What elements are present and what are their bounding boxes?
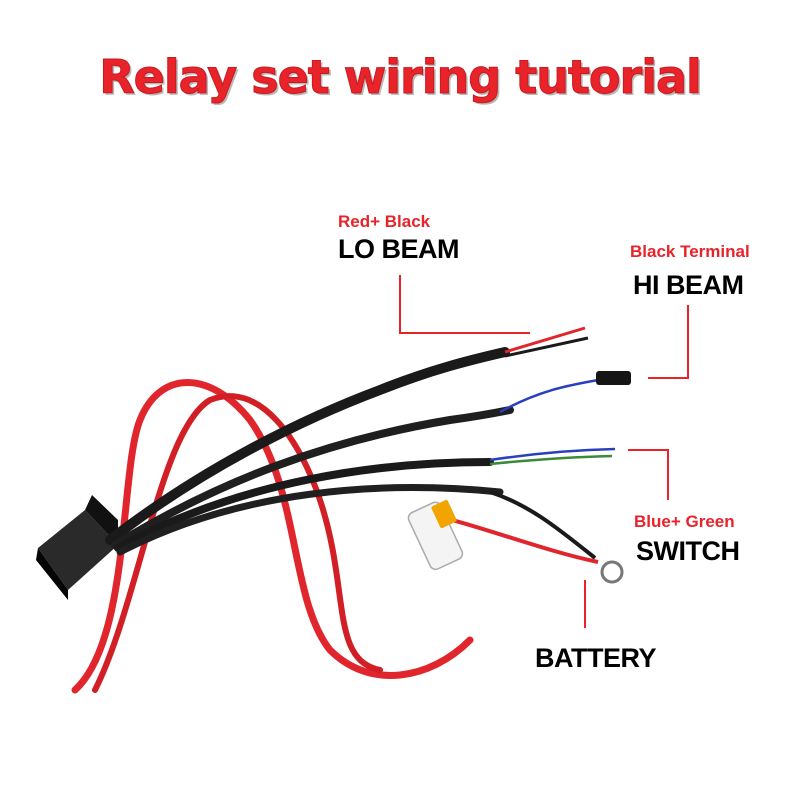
battery-sheath: [116, 484, 504, 556]
red-loop-wire-2: [92, 393, 383, 693]
main-sheath: [105, 347, 510, 545]
relay-box: [36, 495, 118, 600]
hi-beam-blue-wire: [499, 378, 599, 414]
lo-beam-black-wire: [504, 336, 589, 358]
hi-beam-terminal: [596, 371, 631, 385]
hi-beam-leader-line: [648, 305, 689, 379]
lo-beam-label: LO BEAM: [338, 234, 460, 264]
hi-beam-label: HI BEAM: [633, 270, 744, 300]
lo-beam-leader-line: [399, 275, 530, 334]
hi-beam-wire-label: Black Terminal: [630, 242, 750, 261]
lo-beam-wire-label: Red+ Black: [338, 212, 431, 231]
switch-blue-wire: [489, 447, 616, 462]
switch-wire-label: Blue+ Green: [634, 512, 735, 531]
battery-label: BATTERY: [535, 643, 657, 673]
mid-sheath: [111, 406, 514, 549]
switch-green-wire: [489, 454, 613, 466]
switch-label: SWITCH: [636, 536, 740, 566]
page-title: Relay set wiring tutorial: [99, 50, 703, 105]
lo-beam-red-wire: [504, 326, 586, 354]
battery-ring-terminal: [600, 560, 624, 584]
battery-black-wire: [489, 490, 597, 560]
switch-leader-line: [628, 449, 669, 500]
fuse-holder: [407, 499, 464, 571]
switch-sheath: [114, 458, 494, 552]
